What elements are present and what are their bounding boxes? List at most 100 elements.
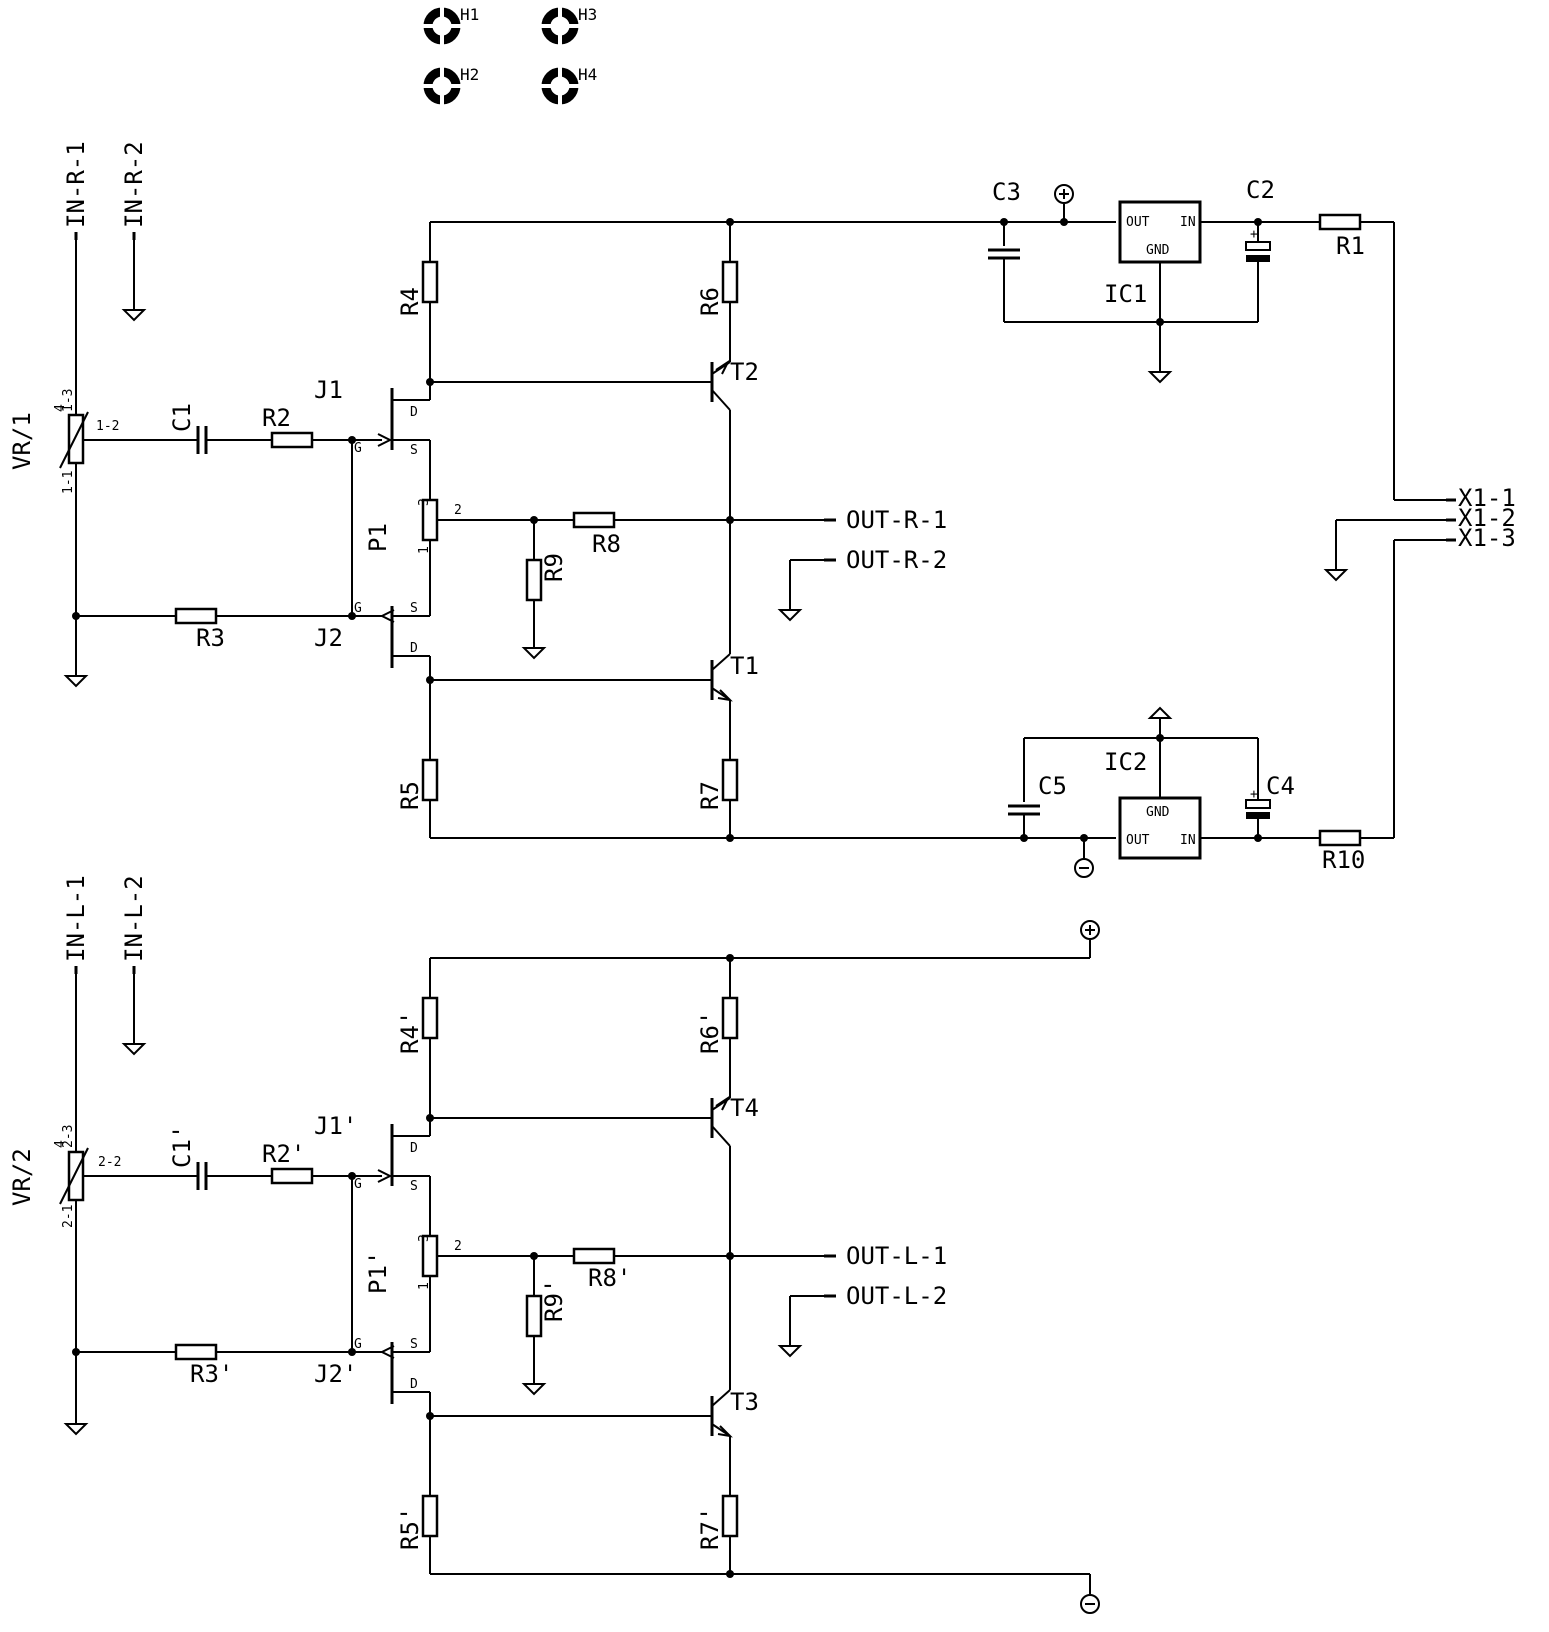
positive-rail-icon	[1080, 920, 1100, 940]
input-label: IN-L-1	[62, 875, 90, 962]
resistor-label: R9	[540, 553, 568, 582]
mounting-hole-icon	[540, 6, 580, 46]
pot-pin-label: 2-1	[61, 1205, 76, 1228]
capacitor-label: C3	[992, 178, 1021, 206]
transistor-label: T4	[730, 1094, 759, 1122]
pot-pin-label: 2-3	[61, 1125, 76, 1148]
connector-pin-label: X1-1	[1458, 484, 1516, 512]
pot-label: VR/2	[8, 1148, 36, 1206]
ground-icon	[65, 1411, 87, 1435]
pot-pin-label: 2-2	[98, 1155, 121, 1170]
resistor	[572, 511, 616, 529]
ground-icon	[779, 597, 801, 621]
hole-h3: H3	[540, 5, 597, 46]
jfet-pin: G	[354, 1177, 362, 1192]
jfet-pin: S	[410, 601, 418, 616]
right-channel: IN-R-1 IN-R-2 VR/1 1-3 4 1-1 1-2 C1 R2	[8, 141, 1116, 842]
resistor	[421, 996, 439, 1040]
jfet-pin: G	[354, 601, 362, 616]
ic-pin: OUT	[1126, 833, 1150, 848]
hole-h1: H1	[422, 5, 479, 46]
resistor-label: R7	[696, 781, 724, 810]
negative-rail-icon	[1074, 858, 1094, 878]
pot-label: VR/1	[8, 412, 36, 470]
negative-rail-icon	[1080, 1594, 1100, 1614]
jfet-pin: S	[410, 443, 418, 458]
resistor	[572, 1247, 616, 1265]
resistor	[270, 1167, 314, 1185]
resistor	[174, 1343, 218, 1361]
capacitor-label: C4	[1266, 772, 1295, 800]
trim-pot-pin: 2	[454, 503, 462, 518]
resistor-label: R4'	[396, 1011, 424, 1054]
resistor	[421, 260, 439, 304]
resistor	[525, 1294, 543, 1338]
pot-wiper-mark: 4	[53, 1140, 68, 1148]
jfet-pin: S	[410, 1179, 418, 1194]
ground-icon	[523, 1371, 545, 1395]
resistor	[721, 260, 739, 304]
transistor-label: T3	[730, 1388, 759, 1416]
resistor	[1318, 829, 1362, 847]
ground-icon	[123, 1031, 145, 1055]
ground-icon	[523, 635, 545, 659]
polarity-mark: +	[1250, 787, 1258, 802]
resistor	[421, 758, 439, 802]
resistor-label: R9'	[540, 1279, 568, 1322]
mounting-hole-icon	[422, 6, 462, 46]
output-label: OUT-R-2	[846, 546, 947, 574]
resistor-label: R5'	[396, 1507, 424, 1550]
hole-h2: H2	[422, 65, 479, 106]
resistor-label: R6'	[696, 1011, 724, 1054]
jfet-label: J1'	[314, 1112, 357, 1140]
ic-label: IC2	[1104, 748, 1147, 776]
connector-pin-label: X1-3	[1458, 524, 1516, 552]
ic-pin: GND	[1146, 243, 1170, 258]
regulator-ic2	[1118, 796, 1202, 860]
pot-pin-label: 1-3	[61, 389, 76, 412]
regulator-ic1	[1118, 200, 1202, 264]
ground-icon	[1149, 359, 1171, 383]
output-label: OUT-R-1	[846, 506, 947, 534]
jfet-pin: D	[410, 1141, 418, 1156]
output-label: OUT-L-1	[846, 1242, 947, 1270]
resistor-label: R3'	[190, 1360, 233, 1388]
capacitor-label: C5	[1038, 772, 1067, 800]
hole-label: H4	[578, 65, 597, 84]
resistor	[270, 431, 314, 449]
resistor	[721, 1494, 739, 1538]
ground-icon	[123, 297, 145, 321]
resistor-label: R1	[1336, 232, 1365, 260]
output-label: OUT-L-2	[846, 1282, 947, 1310]
ground-icon	[65, 663, 87, 687]
pot-pin-label: 1-1	[61, 471, 76, 494]
trim-pot-pin: 2	[454, 1239, 462, 1254]
pot-pin-label: 1-2	[96, 419, 119, 434]
pot-body	[67, 413, 85, 465]
polarity-mark: +	[1250, 227, 1258, 242]
mounting-hole-icon	[540, 66, 580, 106]
ic-label: IC1	[1104, 280, 1147, 308]
jfet-label: J1	[314, 376, 343, 404]
ic-pin: GND	[1146, 805, 1170, 820]
resistor-label: R5	[396, 781, 424, 810]
input-label: IN-R-2	[120, 141, 148, 228]
resistor	[174, 607, 218, 625]
resistor	[421, 1494, 439, 1538]
jfet-pin: D	[410, 641, 418, 656]
left-channel: IN-L-1 IN-L-2 VR/2 2-3 4 2-1 2-2 C1' R2'	[8, 875, 1100, 1614]
jfet-pin: D	[410, 405, 418, 420]
capacitor-label: C2	[1246, 176, 1275, 204]
resistor-label: R8'	[588, 1264, 631, 1292]
ic-pin: OUT	[1126, 215, 1150, 230]
positive-rail-icon	[1054, 184, 1074, 204]
jfet-label: J2'	[314, 1360, 357, 1388]
resistor-label: R2'	[262, 1140, 305, 1168]
jfet-pin: D	[410, 1377, 418, 1392]
ic-pin: IN	[1180, 833, 1196, 848]
trim-pot-label: P1	[364, 523, 392, 552]
mounting-holes: H1 H2 H3 H4	[422, 5, 597, 106]
resistor-label: R2	[262, 404, 291, 432]
hole-label: H1	[460, 5, 479, 24]
